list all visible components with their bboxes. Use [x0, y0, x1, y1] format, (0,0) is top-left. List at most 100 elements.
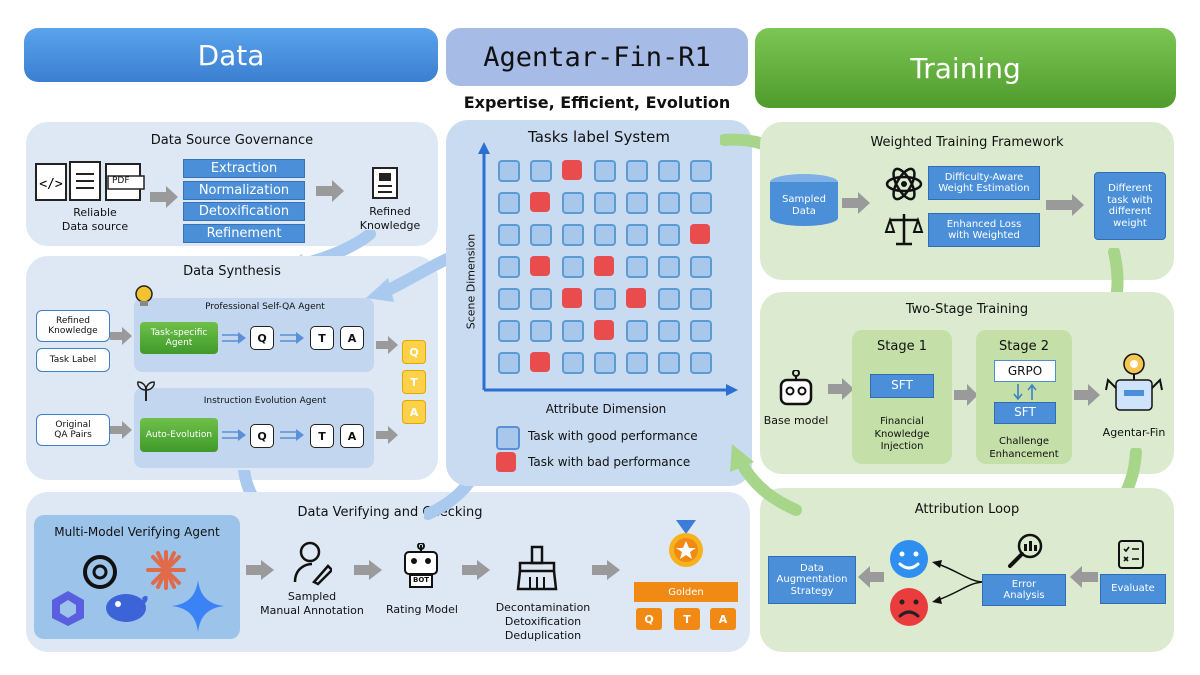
enhanced-loss-box: Enhanced Loss with Weighted: [928, 213, 1040, 247]
refined-knowledge-label: Refined Knowledge: [359, 205, 421, 232]
task-cell-good: [498, 224, 520, 246]
task-specific-agent: Task-specific Agent: [140, 322, 218, 354]
svg-text:</>: </>: [39, 177, 63, 192]
pdf-label: PDF: [112, 176, 130, 186]
task-cell-good: [594, 224, 616, 246]
stack-a: A: [402, 400, 426, 424]
task-cell-good: [658, 192, 680, 214]
arrow-right-icon: [110, 327, 132, 345]
sampled-annotation-label: Sampled Manual Annotation: [260, 590, 364, 617]
attribution-title: Attribution Loop: [914, 502, 1020, 517]
arrow-right-icon: [150, 186, 178, 208]
data-banner-label: Data: [197, 38, 265, 72]
task-cell-good: [690, 288, 712, 310]
task-cell-good: [690, 320, 712, 342]
task-cell-good: [658, 160, 680, 182]
arrow-right-icon: [246, 560, 274, 580]
x-axis-label: Attribute Dimension: [545, 402, 667, 416]
wiki-file-icon: [68, 160, 104, 206]
task-cell-good: [498, 352, 520, 374]
subtitle: Expertise, Efficient, Evolution: [463, 93, 731, 112]
task-cell-good: [626, 160, 648, 182]
task-cell-bad: [594, 256, 614, 276]
step-extraction: Extraction: [183, 159, 305, 178]
evaluate-box: Evaluate: [1100, 574, 1166, 604]
training-banner-label: Training: [910, 51, 1021, 85]
y-axis-label: Scene Dimension: [464, 233, 478, 330]
title-label: Agentar-Fin-R1: [483, 41, 711, 73]
letter-t-evolved: T: [310, 424, 334, 448]
atom-icon: [884, 164, 924, 208]
letter-t: T: [310, 326, 334, 350]
swap-arrows-icon: [1010, 382, 1040, 406]
sampled-data-label: Sampled Data: [782, 194, 826, 217]
sad-face-icon: [888, 586, 930, 632]
rating-model-label: Rating Model: [386, 603, 458, 616]
double-arrow-icon: [222, 332, 246, 344]
task-cell-bad: [562, 288, 582, 308]
arrow-left-icon: [1070, 566, 1098, 588]
legend-good-label: Task with good performance: [528, 429, 698, 443]
task-cell-good: [690, 160, 712, 182]
arrow-right-icon: [1046, 194, 1084, 216]
task-cell-good: [594, 192, 616, 214]
grpo-box: GRPO: [994, 360, 1056, 382]
task-cell-good: [658, 288, 680, 310]
task-cell-good: [626, 192, 648, 214]
arrow-right-icon: [592, 560, 620, 580]
title-banner: Agentar-Fin-R1: [446, 28, 748, 86]
step-refinement: Refinement: [183, 224, 305, 243]
task-cell-good: [594, 288, 616, 310]
double-arrow-icon: [222, 429, 246, 441]
stage2-panel: [976, 330, 1072, 464]
task-cell-good: [594, 160, 616, 182]
letter-a: A: [340, 326, 364, 350]
annotator-icon: [292, 540, 334, 590]
task-cell-good: [626, 352, 648, 374]
data-banner: Data: [24, 28, 438, 82]
stage1-caption: Financial Knowledge Injection: [874, 416, 930, 452]
data-augmentation-box: Data Augmentation Strategy: [768, 556, 856, 604]
double-arrow-icon: [280, 332, 304, 344]
task-cell-good: [562, 352, 584, 374]
pdf-file-icon: PDF: [104, 162, 146, 206]
step-normalization: Normalization: [183, 181, 305, 200]
training-banner: Training: [755, 28, 1176, 108]
difficulty-box: Difficulty-Aware Weight Estimation: [928, 166, 1040, 200]
task-cell-good: [498, 288, 520, 310]
base-model-label: Base model: [763, 414, 829, 427]
synthesis-title: Data Synthesis: [183, 264, 281, 279]
task-cell-good: [562, 224, 584, 246]
golden-q: Q: [636, 608, 662, 630]
broom-icon: [516, 545, 558, 595]
letter-q: Q: [250, 326, 274, 350]
task-cell-bad: [530, 256, 550, 276]
task-cell-good: [658, 256, 680, 278]
legend-bad-swatch: [496, 452, 516, 472]
two-stage-title: Two-Stage Training: [905, 302, 1029, 317]
claude-logo-icon: [144, 548, 188, 596]
weighted-title: Weighted Training Framework: [870, 135, 1064, 150]
axes: [478, 142, 738, 396]
task-cell-bad: [594, 320, 614, 340]
code-file-icon: </>: [34, 162, 70, 206]
task-grid: [498, 160, 722, 384]
task-cell-good: [530, 224, 552, 246]
task-cell-good: [498, 256, 520, 278]
task-cell-good: [690, 352, 712, 374]
different-weight-box: Different task with different weight: [1094, 172, 1166, 240]
arrow-right-icon: [376, 336, 398, 354]
stage1-sft: SFT: [870, 374, 934, 398]
golden-a: A: [710, 608, 736, 630]
arrow-right-icon: [354, 560, 382, 580]
robot-icon: BOT: [400, 542, 442, 593]
task-cell-good: [658, 320, 680, 342]
task-cell-good: [562, 192, 584, 214]
task-cell-good: [562, 256, 584, 278]
tasks-title: Tasks label System: [528, 128, 670, 146]
task-label-box: Task Label: [36, 348, 110, 372]
gemini-logo-icon: [170, 578, 226, 638]
two-stage-panel: [760, 292, 1174, 474]
flow-arrow-icon: [730, 444, 802, 516]
step-detoxification: Detoxification: [183, 202, 305, 221]
